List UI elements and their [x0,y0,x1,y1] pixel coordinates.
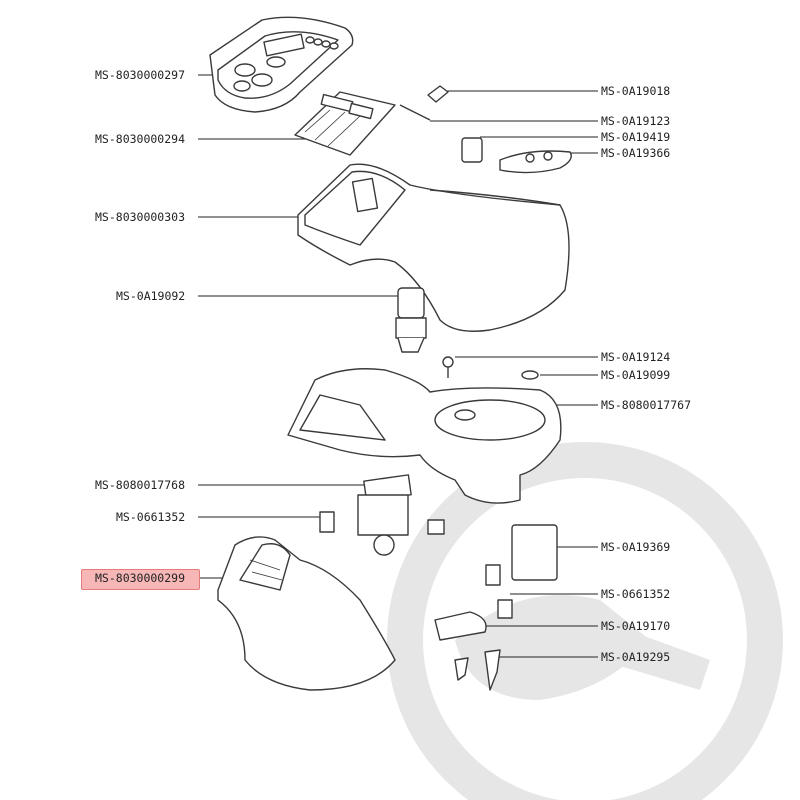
label-right-5[interactable]: MS-0A19124 [601,350,671,364]
base-tray-part [287,368,562,504]
control-panel-part [209,16,354,113]
label-left-4[interactable]: MS-0A19092 [116,289,186,303]
label-left-3[interactable]: MS-8030000303 [95,210,186,224]
circuit-board-part [294,91,396,156]
label-right-8[interactable]: MS-0A19369 [601,540,671,554]
pump-assembly-part [434,524,558,691]
sensor-assembly-part [395,287,539,380]
label-left-6[interactable]: MS-0661352 [116,510,186,524]
valve-assembly-part [319,474,445,556]
label-left-1[interactable]: MS-8030000297 [95,68,186,82]
label-left-7-highlighted[interactable]: MS-8030000299 [95,571,186,585]
label-right-10[interactable]: MS-0A19170 [601,619,671,633]
label-left-5[interactable]: MS-8080017768 [95,478,186,492]
upper-housing-part [297,163,570,332]
label-right-9[interactable]: MS-0661352 [601,587,671,601]
label-right-11[interactable]: MS-0A19295 [601,650,671,664]
label-right-4[interactable]: MS-0A19366 [601,146,671,160]
watermark-logo [387,442,783,800]
label-left-2[interactable]: MS-8030000294 [95,132,186,146]
label-right-6[interactable]: MS-0A19099 [601,368,671,382]
lower-cover-part [217,536,396,691]
label-right-3[interactable]: MS-0A19419 [601,130,671,144]
label-right-7[interactable]: MS-8080017767 [601,398,692,412]
small-connector-part [399,85,572,174]
label-right-2[interactable]: MS-0A19123 [601,114,671,128]
selected-label-highlight [81,569,200,590]
label-right-1[interactable]: MS-0A19018 [601,84,671,98]
